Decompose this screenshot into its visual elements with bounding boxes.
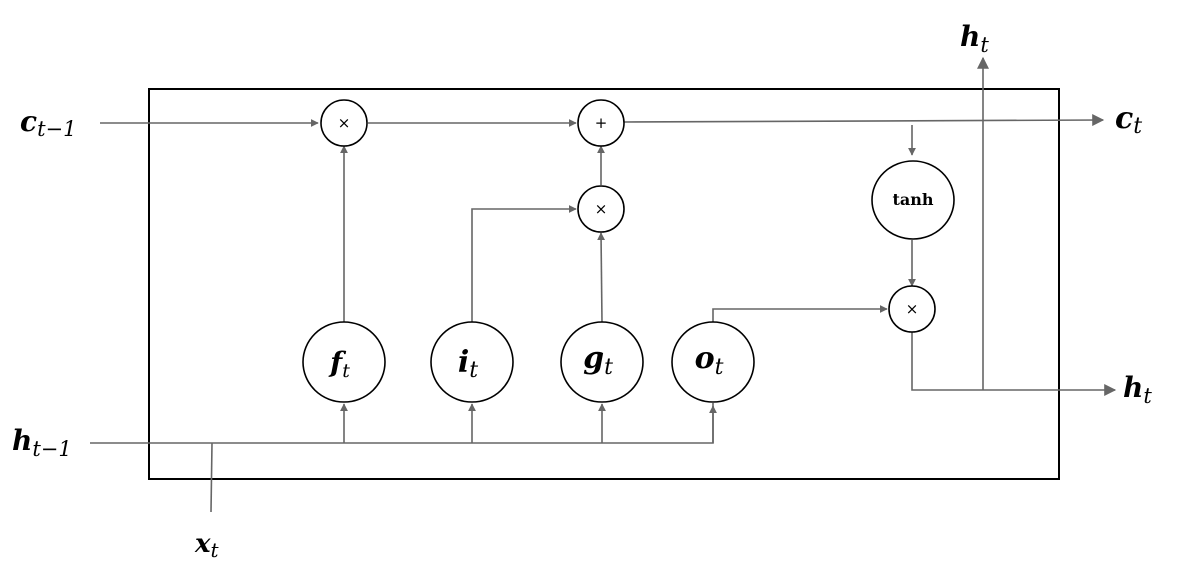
gate-o-sub: t xyxy=(715,355,724,380)
mul-forget-node: × xyxy=(320,99,368,147)
tanh-label: tanh xyxy=(892,190,933,209)
label-h-prev: ht−1 xyxy=(12,424,72,461)
tanh-node: tanh xyxy=(871,160,955,240)
edge-x-input xyxy=(210,442,213,513)
edge-mul-output-to-h-out xyxy=(911,331,1117,396)
mul-input-node: × xyxy=(577,185,625,233)
label-h-out-right-main: h xyxy=(1123,371,1143,404)
label-c-prev-main: c xyxy=(20,105,37,138)
connections xyxy=(90,56,1117,513)
mul-output-node: × xyxy=(888,285,936,333)
label-h-out-top: ht xyxy=(960,20,989,57)
label-h-prev-sub: t−1 xyxy=(32,437,71,461)
edge-o-to-mul-output xyxy=(712,305,888,322)
svg-text:gt: gt xyxy=(583,341,613,380)
gate-f-node: ft xyxy=(302,321,386,403)
gate-i-sub: t xyxy=(469,358,478,383)
edge-i-to-mul-input xyxy=(471,205,577,324)
label-h-out-right-sub: t xyxy=(1143,384,1152,408)
svg-text:it: it xyxy=(458,345,478,383)
gate-i-main: i xyxy=(458,345,469,380)
label-c-out-sub: t xyxy=(1133,114,1142,139)
mul-forget-symbol: × xyxy=(338,114,351,132)
label-c-out-main: c xyxy=(1115,101,1133,136)
mul-input-symbol: × xyxy=(595,200,608,218)
label-c-out: ct xyxy=(1115,101,1142,139)
edge-add-to-c-out xyxy=(623,114,1105,127)
label-h-out-top-sub: t xyxy=(980,33,989,57)
mul-output-symbol: × xyxy=(906,300,919,318)
gate-g-node: gt xyxy=(560,321,644,403)
gate-o-main: o xyxy=(695,341,715,376)
cell-boundary xyxy=(148,88,1060,480)
add-cell-node: + xyxy=(577,99,625,147)
add-cell-symbol: + xyxy=(595,114,608,132)
label-c-prev-sub: t−1 xyxy=(37,117,76,141)
label-x: xt xyxy=(194,529,220,562)
edge-g-to-mul-input xyxy=(597,232,606,323)
label-x-sub: t xyxy=(211,538,220,562)
label-h-prev-main: h xyxy=(12,424,32,457)
gate-g-main: g xyxy=(583,341,604,376)
svg-text:ot: ot xyxy=(695,341,724,380)
edge-hprev-bus xyxy=(90,403,714,444)
label-h-out-top-main: h xyxy=(960,20,980,53)
gate-g-sub: t xyxy=(604,355,613,380)
label-c-prev: ct−1 xyxy=(20,105,76,141)
gate-i-node: it xyxy=(430,321,514,403)
gate-f-sub: t xyxy=(342,360,350,382)
gate-o-node: ot xyxy=(671,321,755,403)
label-x-main: x xyxy=(194,529,211,559)
label-h-out-right: ht xyxy=(1123,371,1152,408)
